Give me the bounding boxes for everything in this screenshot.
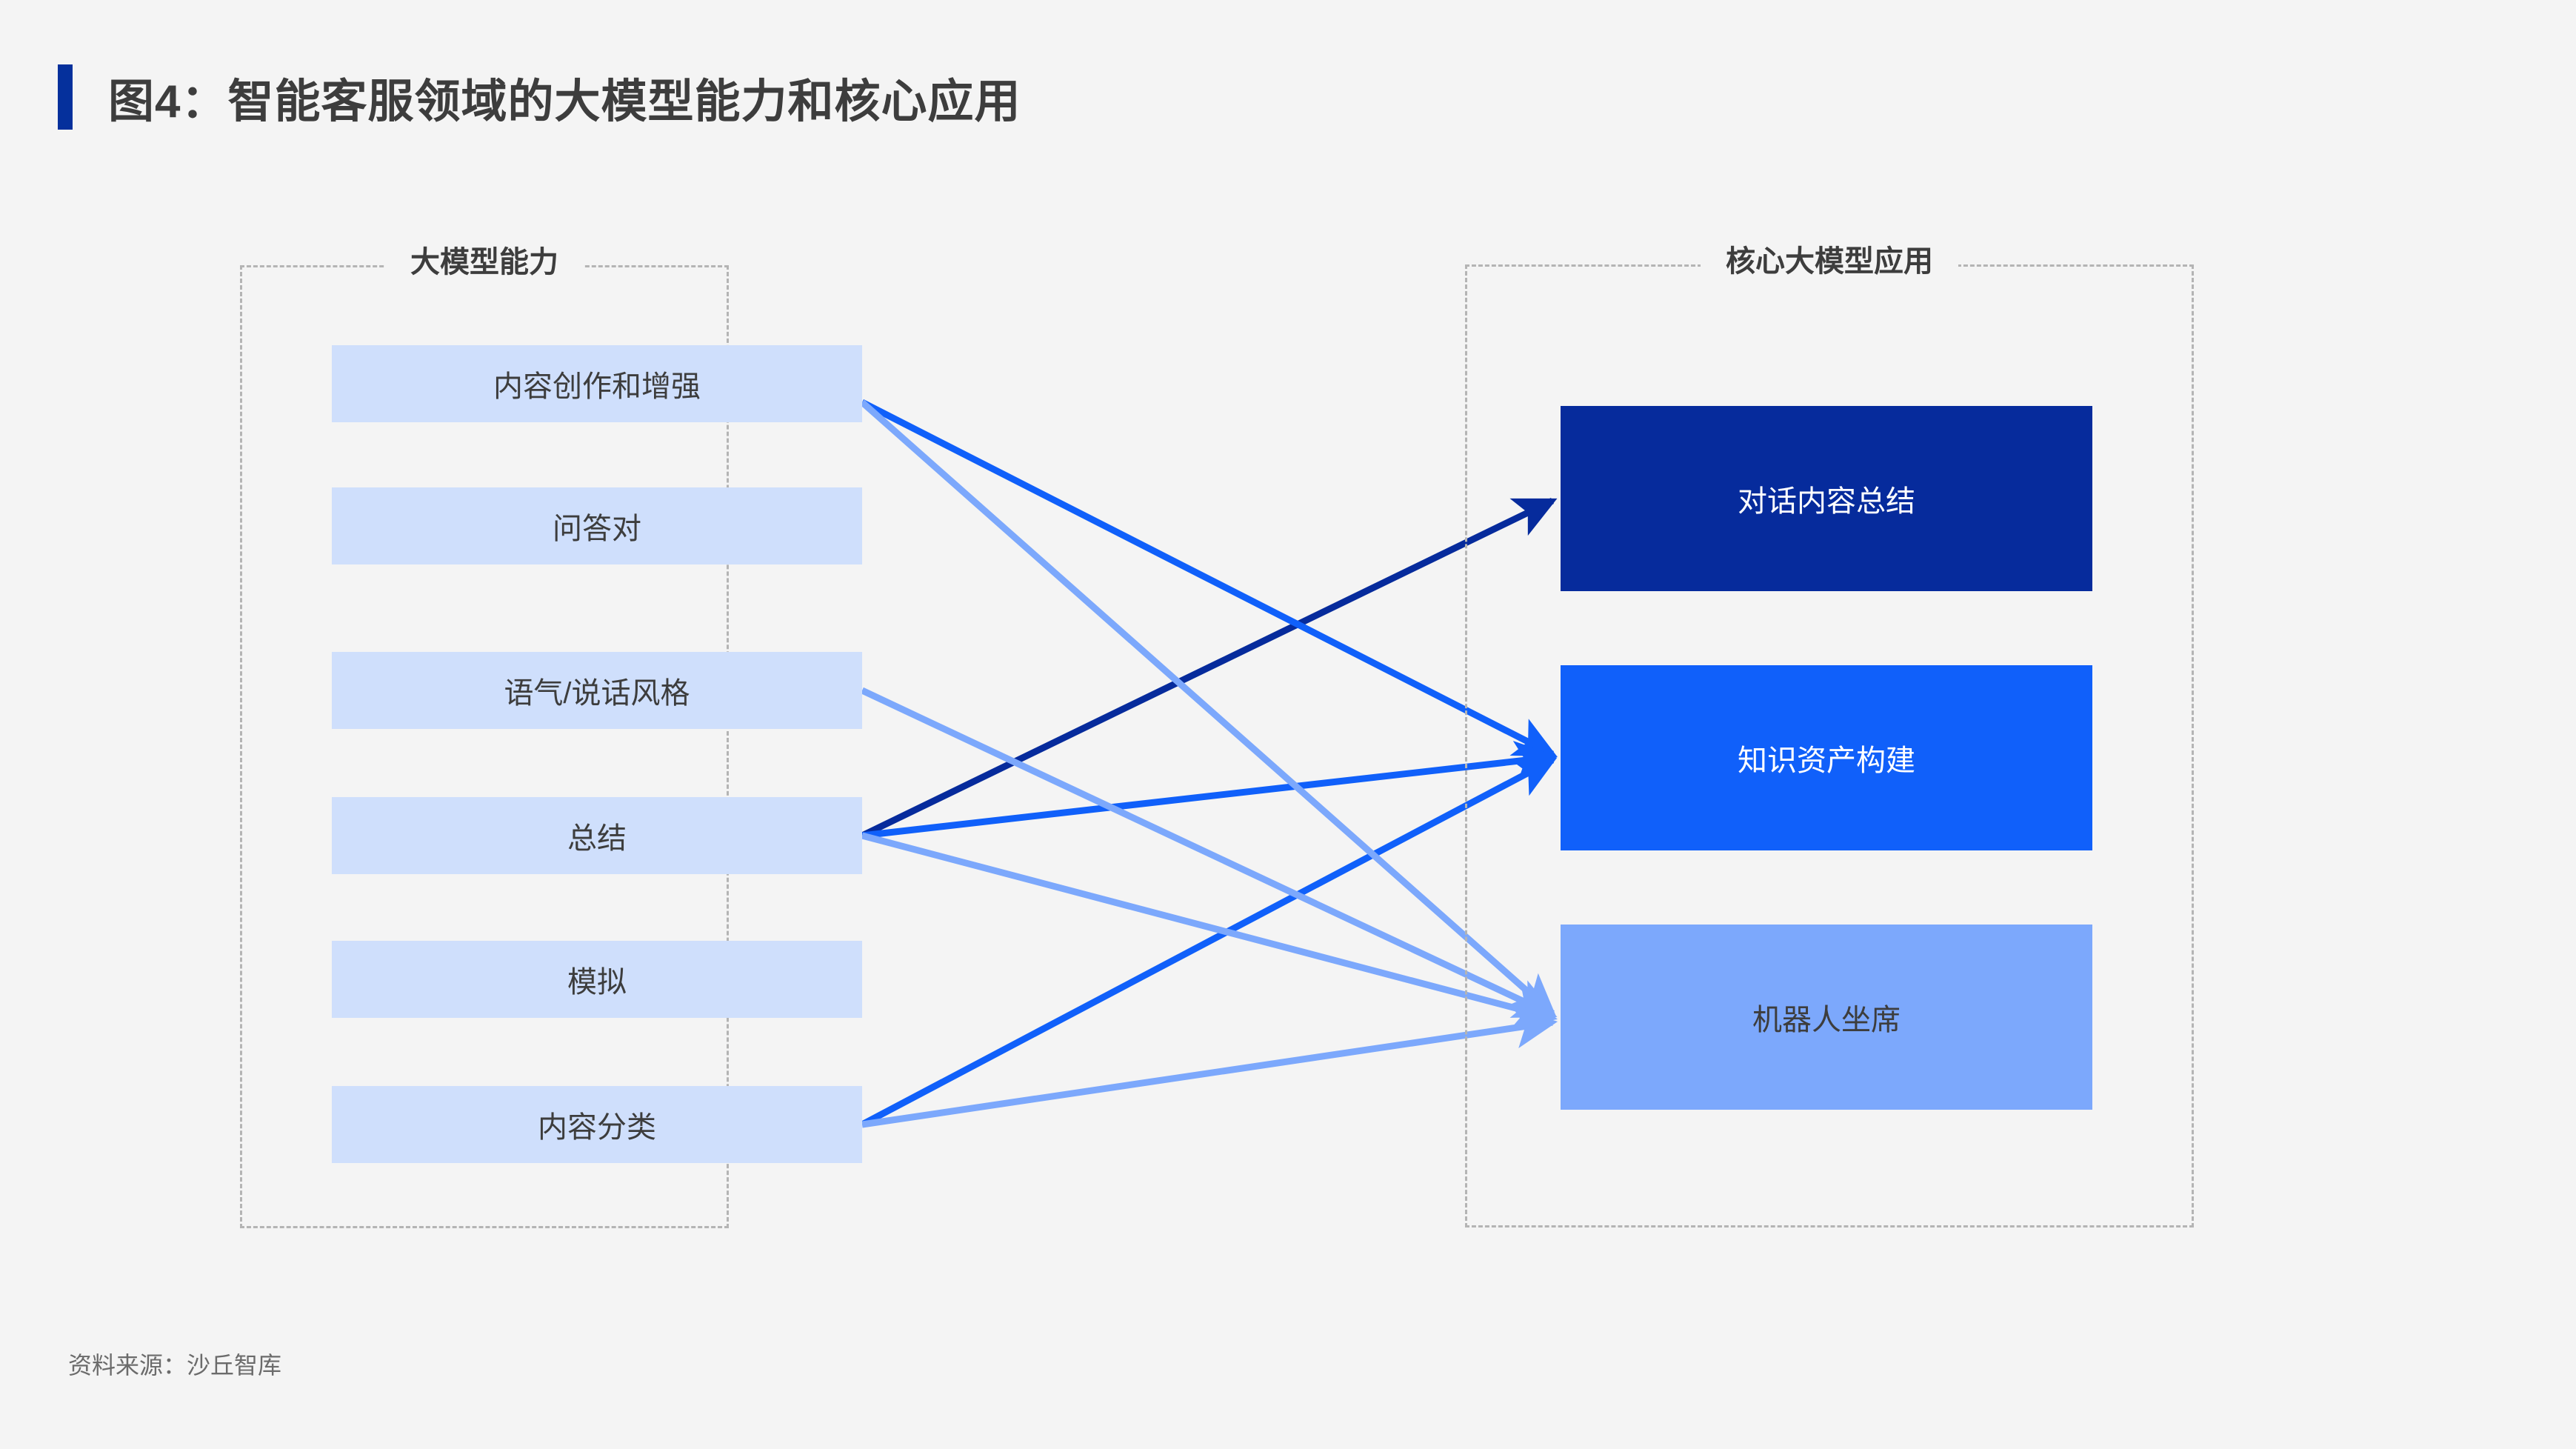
- connector-cap6-to-app2: [860, 757, 1558, 1127]
- application-box-knowledge-asset[interactable]: 知识资产构建: [1561, 665, 2092, 850]
- connector-cap1-to-app3: [860, 399, 1557, 1017]
- capability-box-simulation[interactable]: 模拟: [332, 941, 862, 1018]
- application-box-dialog-summary[interactable]: 对话内容总结: [1561, 406, 2092, 591]
- connector-cap4-to-app2: [861, 740, 1558, 839]
- group-title-applications: 核心大模型应用: [1701, 237, 1958, 280]
- connector-cap4-to-app3: [861, 832, 1558, 1029]
- capability-box-content-creation[interactable]: 内容创作和增强: [332, 345, 862, 422]
- page-title: 图4：智能客服领域的大模型能力和核心应用: [108, 76, 1021, 127]
- connector-cap3-to-app3: [861, 687, 1558, 1019]
- connector-cap6-to-app3: [861, 1007, 1558, 1128]
- capability-box-content-classification[interactable]: 内容分类: [332, 1086, 862, 1163]
- connector-cap1-to-app2: [860, 399, 1558, 758]
- application-box-robot-agent[interactable]: 机器人坐席: [1561, 925, 2092, 1110]
- group-title-capabilities: 大模型能力: [385, 238, 584, 281]
- capability-box-summary[interactable]: 总结: [332, 797, 862, 874]
- capability-box-tone-style[interactable]: 语气/说话风格: [332, 652, 862, 729]
- title-accent-bar: [58, 64, 73, 130]
- connector-cap4-to-app1: [861, 497, 1558, 839]
- capability-box-qa-pair[interactable]: 问答对: [332, 487, 862, 564]
- source-note: 资料来源：沙丘智库: [68, 1352, 282, 1379]
- group-container-capabilities: 大模型能力: [240, 238, 729, 1228]
- group-container-applications: 核心大模型应用: [1465, 237, 2194, 1228]
- page-title-row: 图4：智能客服领域的大模型能力和核心应用: [58, 64, 1021, 130]
